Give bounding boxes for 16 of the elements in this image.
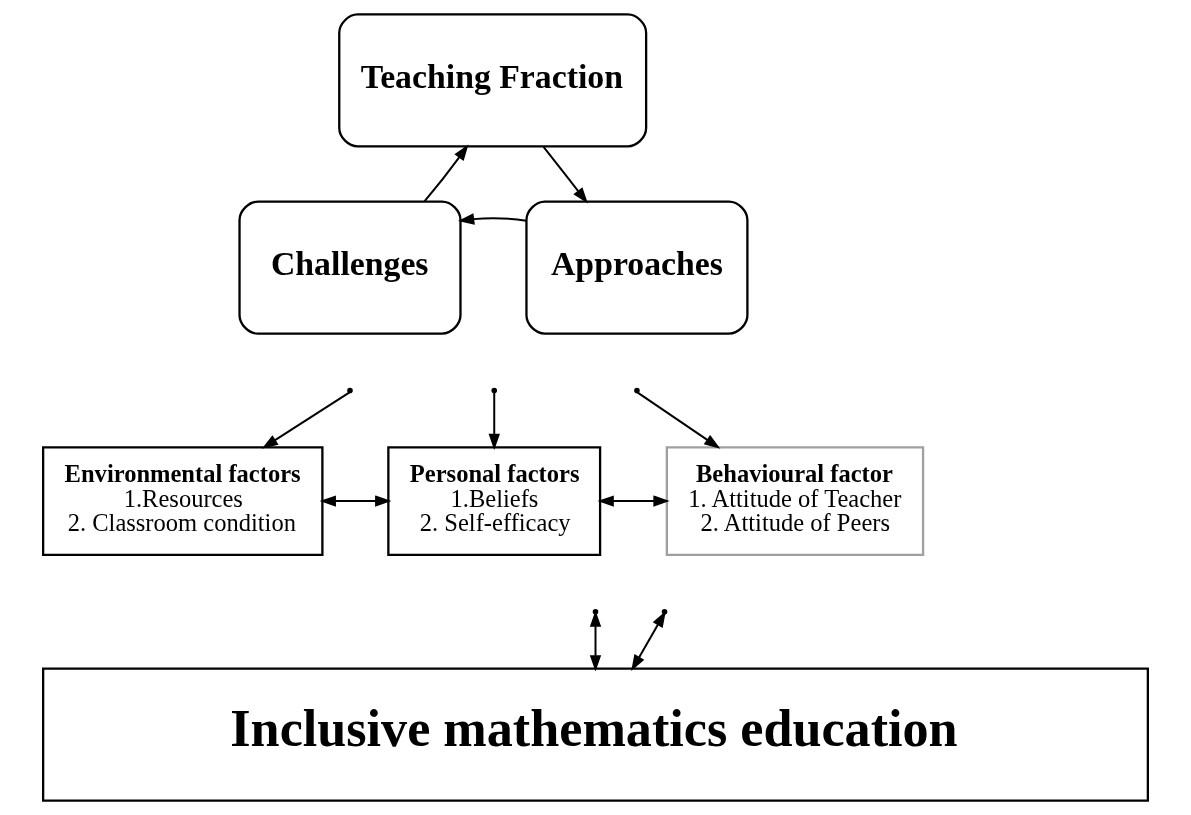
arrow bbox=[597, 495, 670, 507]
node-box: Environmental factors 1.Resources 2. Classroom condition bbox=[42, 446, 324, 556]
arrow bbox=[542, 145, 588, 204]
node-box: Personal factors 1.Beliefs 2. Self-efficacy bbox=[387, 446, 602, 556]
node-box: Approaches bbox=[525, 200, 749, 335]
arrow bbox=[458, 213, 528, 225]
node-box: Challenges bbox=[238, 200, 462, 335]
arrow bbox=[261, 391, 351, 449]
arrow bbox=[488, 391, 500, 451]
arrow bbox=[319, 495, 392, 507]
arrow bbox=[631, 610, 666, 672]
node-box: Teaching Fraction bbox=[338, 13, 648, 148]
node-box: Inclusive mathematics education bbox=[42, 667, 1149, 802]
arrow bbox=[423, 144, 469, 203]
node-box: Behavioural factor 1. Attitude of Teacher 2. Attitude of Peers bbox=[665, 446, 925, 556]
arrow bbox=[636, 391, 721, 449]
